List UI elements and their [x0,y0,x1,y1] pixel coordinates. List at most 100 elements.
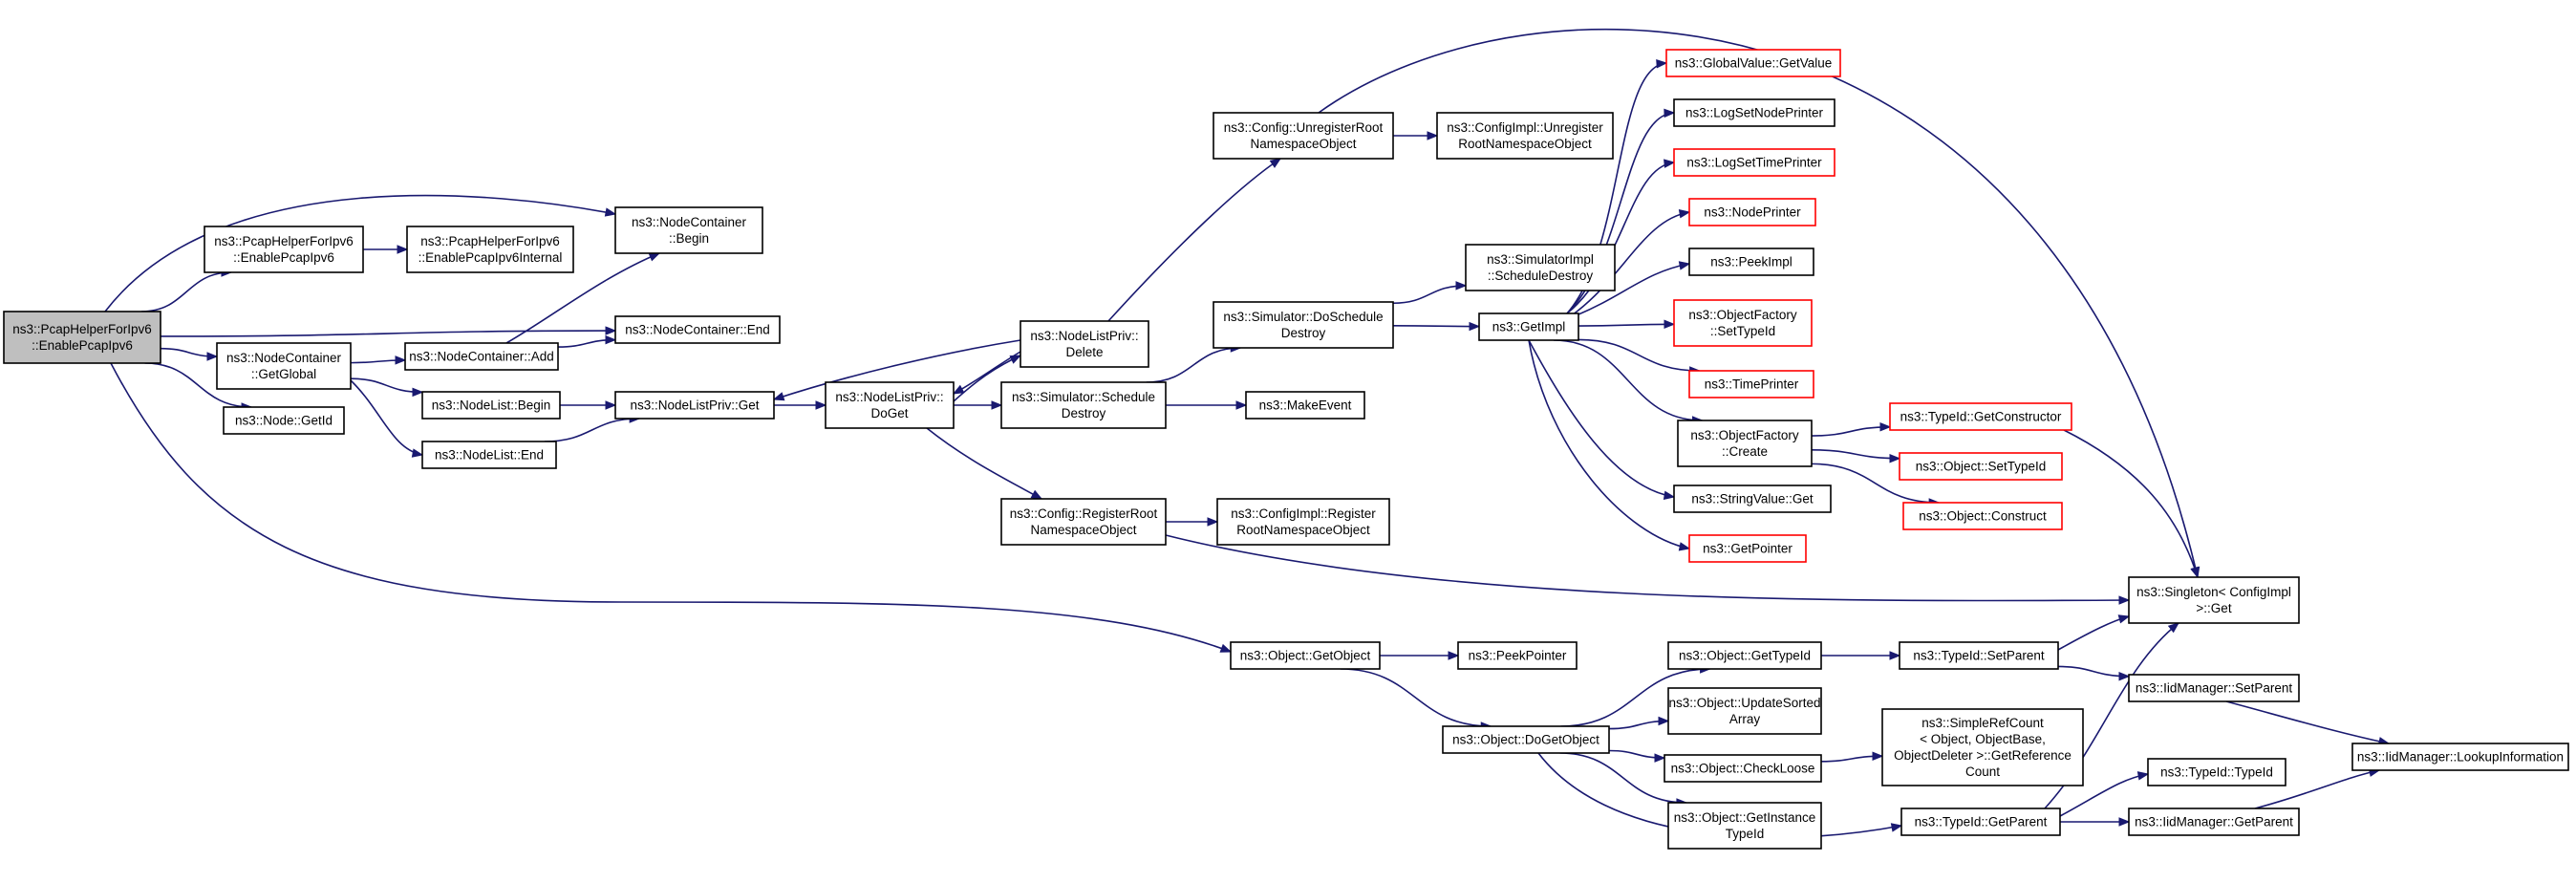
node-iid_setparent[interactable]: ns3::IidManager::SetParent [2128,674,2300,702]
node-nlp_doget[interactable]: ns3::NodeListPriv::DoGet [825,381,955,429]
node-box-obj_getobject[interactable] [1230,641,1381,670]
node-box-nl_begin[interactable] [421,391,561,420]
node-cfgimpl_unreg[interactable]: ns3::ConfigImpl::UnregisterRootNamespace… [1436,112,1614,160]
node-of_settypeid[interactable]: ns3::ObjectFactory::SetTypeId [1673,299,1813,347]
node-nlp_get[interactable]: ns3::NodeListPriv::Get [614,391,775,420]
node-nc_begin[interactable]: ns3::NodeContainer::Begin [614,206,763,254]
node-nc_end[interactable]: ns3::NodeContainer::End [614,315,781,344]
node-box-sim_dosched[interactable] [1213,301,1394,349]
node-simimpl_sched[interactable]: ns3::SimulatorImpl::ScheduleDestroy [1465,244,1616,291]
node-box-obj_updsorted[interactable] [1667,687,1822,735]
node-box-nlp_get[interactable] [614,391,775,420]
node-obj_dogetobject[interactable]: ns3::Object::DoGetObject [1442,725,1610,754]
node-box-makeevent[interactable] [1245,391,1365,420]
node-box-tid_setparent[interactable] [1899,641,2059,670]
node-box-nc_getglobal[interactable] [216,342,352,390]
node-pcap_internal[interactable]: ns3::PcapHelperForIpv6::EnablePcapIpv6In… [406,226,574,273]
node-box-cfgimpl_unreg[interactable] [1436,112,1614,160]
node-getpointer[interactable]: ns3::GetPointer [1688,534,1807,563]
node-nc_add[interactable]: ns3::NodeContainer::Add [404,342,559,371]
node-box-root[interactable] [3,311,161,364]
node-box-srefcount[interactable] [1881,708,2084,786]
node-box-obj_construct[interactable] [1902,502,2063,530]
node-obj_getobject[interactable]: ns3::Object::GetObject [1230,641,1381,670]
node-box-obj_checkloose[interactable] [1664,754,1822,783]
node-box-simimpl_sched[interactable] [1465,244,1616,291]
node-box-gv_getvalue[interactable] [1665,49,1841,77]
node-box-obj_dogetobject[interactable] [1442,725,1610,754]
node-iid_lookup[interactable]: ns3::IidManager::LookupInformation [2351,743,2569,771]
node-pcap_enable[interactable]: ns3::PcapHelperForIpv6::EnablePcapIpv6 [204,226,364,273]
node-box-logsettime[interactable] [1673,148,1835,177]
node-box-iid_getparent[interactable] [2128,808,2300,836]
node-box-tid_getparent[interactable] [1900,808,2061,836]
node-cfgimpl_reg[interactable]: ns3::ConfigImpl::RegisterRootNamespaceOb… [1216,498,1390,546]
node-iid_getparent[interactable]: ns3::IidManager::GetParent [2128,808,2300,836]
node-nodeprinter[interactable]: ns3::NodePrinter [1688,198,1816,226]
node-root[interactable]: ns3::PcapHelperForIpv6::EnablePcapIpv6 [3,311,161,364]
node-box-strval_get[interactable] [1673,485,1832,513]
node-box-nc_begin[interactable] [614,206,763,254]
node-timeprinter[interactable]: ns3::TimePrinter [1688,370,1814,398]
node-box-nc_end[interactable] [614,315,781,344]
node-node_getid[interactable]: ns3::Node::GetId [223,406,345,435]
node-sim_sched[interactable]: ns3::Simulator::ScheduleDestroy [1000,381,1167,429]
node-box-pcap_enable[interactable] [204,226,364,273]
node-nlp_delete[interactable]: ns3::NodeListPriv::Delete [1020,320,1149,368]
node-nl_begin[interactable]: ns3::NodeList::Begin [421,391,561,420]
node-obj_construct[interactable]: ns3::Object::Construct [1902,502,2063,530]
node-box-tid_getctor[interactable] [1889,402,2072,431]
node-box-cfgimpl_reg[interactable] [1216,498,1390,546]
node-tid_typeid[interactable]: ns3::TypeId::TypeId [2147,758,2286,786]
node-box-of_settypeid[interactable] [1673,299,1813,347]
node-box-peekimpl[interactable] [1688,248,1814,276]
node-logsettime[interactable]: ns3::LogSetTimePrinter [1673,148,1835,177]
node-tid_getctor[interactable]: ns3::TypeId::GetConstructor [1889,402,2072,431]
node-box-obj_getinst[interactable] [1667,802,1822,850]
node-box-nlp_delete[interactable] [1020,320,1149,368]
node-tid_getparent[interactable]: ns3::TypeId::GetParent [1900,808,2061,836]
node-obj_gettypeid[interactable]: ns3::Object::GetTypeId [1667,641,1822,670]
node-box-nc_add[interactable] [404,342,559,371]
node-box-nlp_doget[interactable] [825,381,955,429]
node-makeevent[interactable]: ns3::MakeEvent [1245,391,1365,420]
node-box-pcap_internal[interactable] [406,226,574,273]
node-box-sim_sched[interactable] [1000,381,1167,429]
node-peekpointer[interactable]: ns3::PeekPointer [1457,641,1578,670]
node-srefcount[interactable]: ns3::SimpleRefCount< Object, ObjectBase,… [1881,708,2084,786]
node-box-getpointer[interactable] [1688,534,1807,563]
node-box-peekpointer[interactable] [1457,641,1578,670]
node-singleton_get[interactable]: ns3::Singleton< ConfigImpl >::Get [2128,576,2300,624]
node-nc_getglobal[interactable]: ns3::NodeContainer::GetGlobal [216,342,352,390]
node-logsetnode[interactable]: ns3::LogSetNodePrinter [1673,98,1835,127]
node-box-obj_gettypeid[interactable] [1667,641,1822,670]
node-of_create[interactable]: ns3::ObjectFactory::Create [1677,420,1813,467]
node-getimpl[interactable]: ns3::GetImpl [1478,312,1579,341]
node-cfg_unreg[interactable]: ns3::Config::UnregisterRootNamespaceObje… [1213,112,1394,160]
node-strval_get[interactable]: ns3::StringValue::Get [1673,485,1832,513]
node-box-singleton_get[interactable] [2128,576,2300,624]
node-box-nodeprinter[interactable] [1688,198,1816,226]
node-tid_setparent[interactable]: ns3::TypeId::SetParent [1899,641,2059,670]
node-box-node_getid[interactable] [223,406,345,435]
node-box-timeprinter[interactable] [1688,370,1814,398]
node-box-cfg_reg[interactable] [1000,498,1167,546]
node-obj_checkloose[interactable]: ns3::Object::CheckLoose [1664,754,1822,783]
node-box-getimpl[interactable] [1478,312,1579,341]
node-gv_getvalue[interactable]: ns3::GlobalValue::GetValue [1665,49,1841,77]
node-obj_settypeid[interactable]: ns3::Object::SetTypeId [1899,452,2063,481]
node-box-logsetnode[interactable] [1673,98,1835,127]
node-box-tid_typeid[interactable] [2147,758,2286,786]
node-box-obj_settypeid[interactable] [1899,452,2063,481]
node-nl_end[interactable]: ns3::NodeList::End [421,441,557,469]
node-peekimpl[interactable]: ns3::PeekImpl [1688,248,1814,276]
node-box-cfg_unreg[interactable] [1213,112,1394,160]
node-box-of_create[interactable] [1677,420,1813,467]
node-box-iid_setparent[interactable] [2128,674,2300,702]
node-box-nl_end[interactable] [421,441,557,469]
node-box-iid_lookup[interactable] [2351,743,2569,771]
